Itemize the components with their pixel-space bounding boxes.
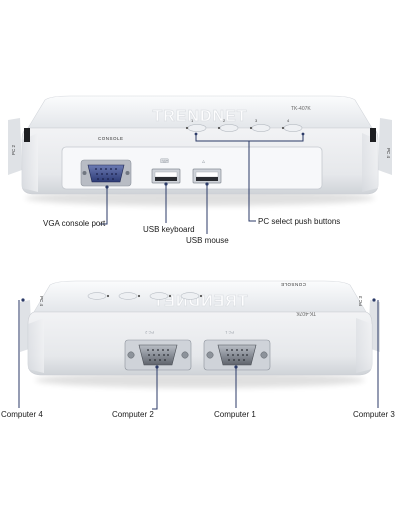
vga-pins xyxy=(95,168,117,180)
pc1-connector: PC 1 xyxy=(203,330,271,371)
vga-screw-right xyxy=(125,171,130,175)
usb-keyboard-port: ⌨ xyxy=(151,158,181,184)
pc1-screw-right xyxy=(260,351,268,359)
top-callout-dots xyxy=(105,132,305,189)
pc2-connector: PC 2 xyxy=(124,330,192,371)
kvm-bottom-view: TRENDNET TK-407K CONSOLE PC 4 PC 3 PC 2 xyxy=(18,280,380,410)
pc-button-rear-1[interactable] xyxy=(87,292,107,300)
left-end-cap-bottom xyxy=(28,318,44,373)
pc2-screw-left xyxy=(127,351,135,359)
svg-text:1: 1 xyxy=(191,118,194,123)
console-label: CONSOLE xyxy=(98,136,124,141)
svg-text:PC 1: PC 1 xyxy=(224,330,234,335)
model-label: TK-407K xyxy=(291,106,311,112)
brand-emboss: TRENDNET xyxy=(152,108,247,125)
left-cable-stub xyxy=(8,118,22,175)
right-end-cap xyxy=(362,133,378,192)
callout-line-vga xyxy=(100,187,108,225)
callout-line-buttons xyxy=(248,141,256,222)
svg-text:2: 2 xyxy=(223,118,226,123)
label-usb-keyboard: USB keyboard xyxy=(143,225,195,234)
top-face xyxy=(27,95,373,129)
side-label-left: PC 2 xyxy=(11,144,16,155)
pc-button-rear-3[interactable] xyxy=(149,292,169,300)
vga-console-port xyxy=(80,159,132,187)
model-label-rear: TK-407K xyxy=(296,310,316,316)
side-label-right-bottom: PC 3 xyxy=(358,295,363,306)
label-usb-mouse: USB mouse xyxy=(186,236,229,245)
pc-select-buttons-rear xyxy=(87,292,203,300)
pc-button-2[interactable]: 2 xyxy=(217,118,239,132)
vga-screw-left xyxy=(82,171,87,175)
side-port-right xyxy=(370,128,376,142)
pc-button-4[interactable]: 4 xyxy=(281,118,303,132)
keyboard-icon: ⌨ xyxy=(160,158,169,165)
right-cable-stub xyxy=(378,118,392,175)
brand-emboss-rear: TRENDNET xyxy=(152,293,247,310)
kvm-top-view: TRENDNET TK-407K CONSOLE PC 2 PC 4 1 2 3 xyxy=(8,95,392,234)
label-computer-4: Computer 4 xyxy=(1,410,43,419)
pc-button-rear-2[interactable] xyxy=(118,292,138,300)
svg-text:PC 2: PC 2 xyxy=(144,330,154,335)
pc-button-3[interactable]: 3 xyxy=(249,118,271,132)
svg-text:3: 3 xyxy=(255,118,258,123)
pc1-screw-left xyxy=(206,351,214,359)
console-label-rear: CONSOLE xyxy=(280,282,306,287)
pc-button-1[interactable]: 1 xyxy=(185,118,207,132)
callout-line-computer-2 xyxy=(152,367,158,410)
label-pc-select-buttons: PC select push buttons xyxy=(258,217,341,226)
mouse-icon: ▵ xyxy=(202,158,205,165)
top-callout-lines xyxy=(100,134,304,234)
pc-led-3 xyxy=(249,126,253,130)
pc-led-4 xyxy=(281,126,285,130)
side-port-left xyxy=(24,128,30,142)
svg-text:4: 4 xyxy=(287,118,290,123)
usb-mouse-port: ▵ xyxy=(192,158,222,184)
pc-led-1 xyxy=(185,126,189,130)
label-vga-console-port: VGA console port xyxy=(43,219,106,228)
right-end-cap-bottom xyxy=(356,318,372,373)
side-label-right: PC 4 xyxy=(386,148,391,159)
bottom-callout-lines xyxy=(18,300,379,410)
pc-led-2 xyxy=(217,126,221,130)
unit-shadow-bottom xyxy=(35,372,365,388)
pc-select-buttons: 1 2 3 4 xyxy=(185,118,303,132)
side-label-left-bottom: PC 4 xyxy=(39,296,44,307)
top-face-bottom xyxy=(33,280,367,313)
bottom-callout-dots xyxy=(21,298,376,369)
pc-button-rear-4[interactable] xyxy=(180,292,200,300)
front-face-bottom xyxy=(27,311,373,376)
pc2-screw-right xyxy=(181,351,189,359)
label-computer-2: Computer 2 xyxy=(112,410,154,419)
label-computer-3: Computer 3 xyxy=(353,410,395,419)
label-computer-1: Computer 1 xyxy=(214,410,256,419)
left-end-cap xyxy=(22,133,38,192)
